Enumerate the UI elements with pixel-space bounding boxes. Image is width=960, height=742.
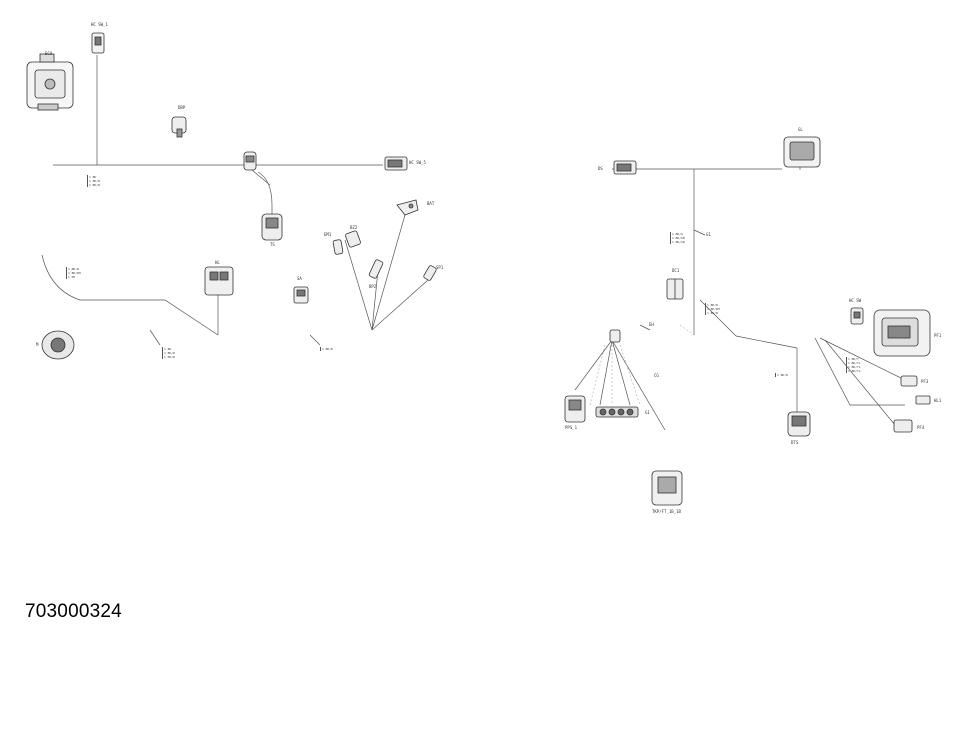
label-dc1: DC1 (672, 268, 680, 273)
branch-pf4 (824, 339, 896, 426)
label-m: M (36, 342, 39, 347)
wire-tag: 1 BK/Y 1 BK/YL 1 BK/YL 1 BK/YL (846, 357, 861, 373)
label-sa: SA (297, 276, 302, 281)
dbp-sensor-icon (171, 116, 187, 138)
branch-ts (257, 171, 273, 215)
label-ts: TS (270, 242, 275, 247)
branch-ts-b (149, 329, 161, 346)
label-cg: CG (654, 373, 659, 378)
bp2-connector-icon (368, 259, 384, 279)
branch-right-b (735, 335, 798, 349)
branch-sa (309, 334, 321, 346)
hc-sw-1-connector-icon (91, 32, 105, 54)
wire-tag: 1 BK/R (775, 373, 788, 377)
label-gl: GL (798, 127, 803, 132)
label-pf1: PF1 (934, 333, 942, 338)
pf1-module-icon (873, 309, 931, 357)
sp1-connector-icon (423, 265, 437, 281)
hc-sw-5-connector-icon (384, 156, 408, 171)
bat-terminal-icon (396, 199, 419, 216)
dts-connector-icon (787, 411, 811, 437)
part-number: 703000324 (25, 601, 122, 622)
wire-tag: 1 BK 1 BK/R 1 PK/W (162, 347, 175, 359)
label-sp1: SP1 (436, 265, 444, 270)
branch-bat-2 (344, 239, 373, 331)
wire-tag: 1 BK/W 1 BK/WH 1 BK/W (705, 303, 720, 315)
wire-tag: 1 BK/W 1 BK/WH 1 PK (66, 267, 81, 279)
label-hc-sw: HC SW (849, 298, 862, 303)
wire-tag: 1 BK/R (320, 347, 333, 351)
label-hc-sw-5: HC SW_5 (409, 160, 426, 165)
label-hc-sw-1: HC SW_1 (91, 22, 108, 27)
sa-connector-icon (293, 286, 309, 304)
label-em1: EM1 (324, 232, 332, 237)
label-tk: TKP/FT_1B_1B (652, 509, 681, 514)
label-dbp: DBP (178, 105, 186, 110)
m-motor-icon (41, 330, 75, 360)
label-ecu: ECU (45, 51, 53, 56)
branch-pf-group (814, 337, 905, 406)
branch-right-a (699, 299, 737, 337)
branch-m-arc (41, 254, 219, 336)
em1-connector-icon (332, 239, 344, 255)
label-pf4: PF4 (917, 425, 925, 430)
branch-dc1 (693, 229, 706, 236)
label-pps: PPS_1 (565, 425, 578, 430)
fuse-block-icon (595, 406, 639, 418)
branch-fuse-b (611, 339, 631, 406)
label-bp2: BP2 (369, 284, 377, 289)
dc1-connector-icon (666, 278, 684, 300)
label-dts: DTS (791, 440, 799, 445)
branch-em-down (251, 169, 271, 186)
label-ds: DS (598, 166, 603, 171)
branch-pps (574, 339, 613, 391)
hl1-connector-icon (915, 395, 931, 405)
bz-connector-icon (345, 230, 361, 248)
branch-eh (639, 324, 651, 331)
pf4-connector-icon (893, 419, 913, 433)
branch-bat-3 (371, 269, 379, 331)
wire-tag: 1 BK/G 1 BK/GN 1 BK/GN (670, 232, 685, 244)
label-pf3: PF3 (921, 379, 929, 384)
label-eh: EH (649, 322, 654, 327)
pf3-connector-icon (900, 375, 918, 387)
ds-connector-icon (613, 160, 637, 175)
label-hl: HL (215, 260, 220, 265)
wire-tag: 1 BK 1 BK/W 1 BK/W (87, 175, 100, 187)
tk-device-icon (651, 470, 683, 506)
hc-sw-right-icon (850, 307, 864, 325)
eh-connector-icon (609, 329, 621, 343)
branch-pf3 (819, 337, 906, 381)
branch-bat-4 (371, 279, 429, 331)
em-connector-icon (243, 151, 257, 171)
gl-control-module-icon (783, 136, 821, 168)
label-g1b: G1 (645, 410, 650, 415)
branch-g1 (611, 339, 666, 431)
label-bz: BZ2 (350, 225, 358, 230)
branch-bat-1 (371, 214, 406, 331)
ecu-module-icon (26, 53, 74, 111)
ts-connector-icon (261, 213, 283, 241)
label-g1: G1 (706, 232, 711, 237)
label-bat: BAT (427, 201, 435, 206)
pps-connector-icon (564, 395, 586, 423)
branch-fuse-a (599, 339, 613, 406)
label-hl1: HL1 (934, 398, 942, 403)
hl-connector-icon (204, 266, 234, 296)
